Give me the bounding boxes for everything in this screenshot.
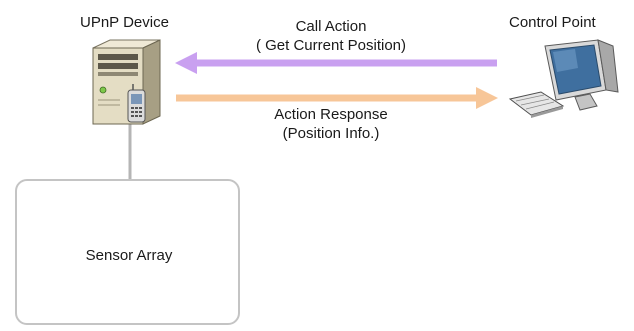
control-point-label: Control Point xyxy=(509,14,596,31)
action-response-label: Action Response xyxy=(274,106,388,123)
server-with-phone-icon xyxy=(92,39,161,125)
desktop-computer-icon xyxy=(508,39,619,118)
call-action-detail: ( Get Current Position) xyxy=(255,37,407,54)
action-response-detail: (Position Info.) xyxy=(282,125,380,142)
sensor-array-label: Sensor Array xyxy=(85,247,173,264)
call-action-arrow xyxy=(175,52,497,74)
call-action-label: Call Action xyxy=(295,18,367,35)
sensor-array-box xyxy=(15,179,240,325)
action-response-arrow xyxy=(176,87,498,109)
upnp-device-label: UPnP Device xyxy=(80,14,169,31)
